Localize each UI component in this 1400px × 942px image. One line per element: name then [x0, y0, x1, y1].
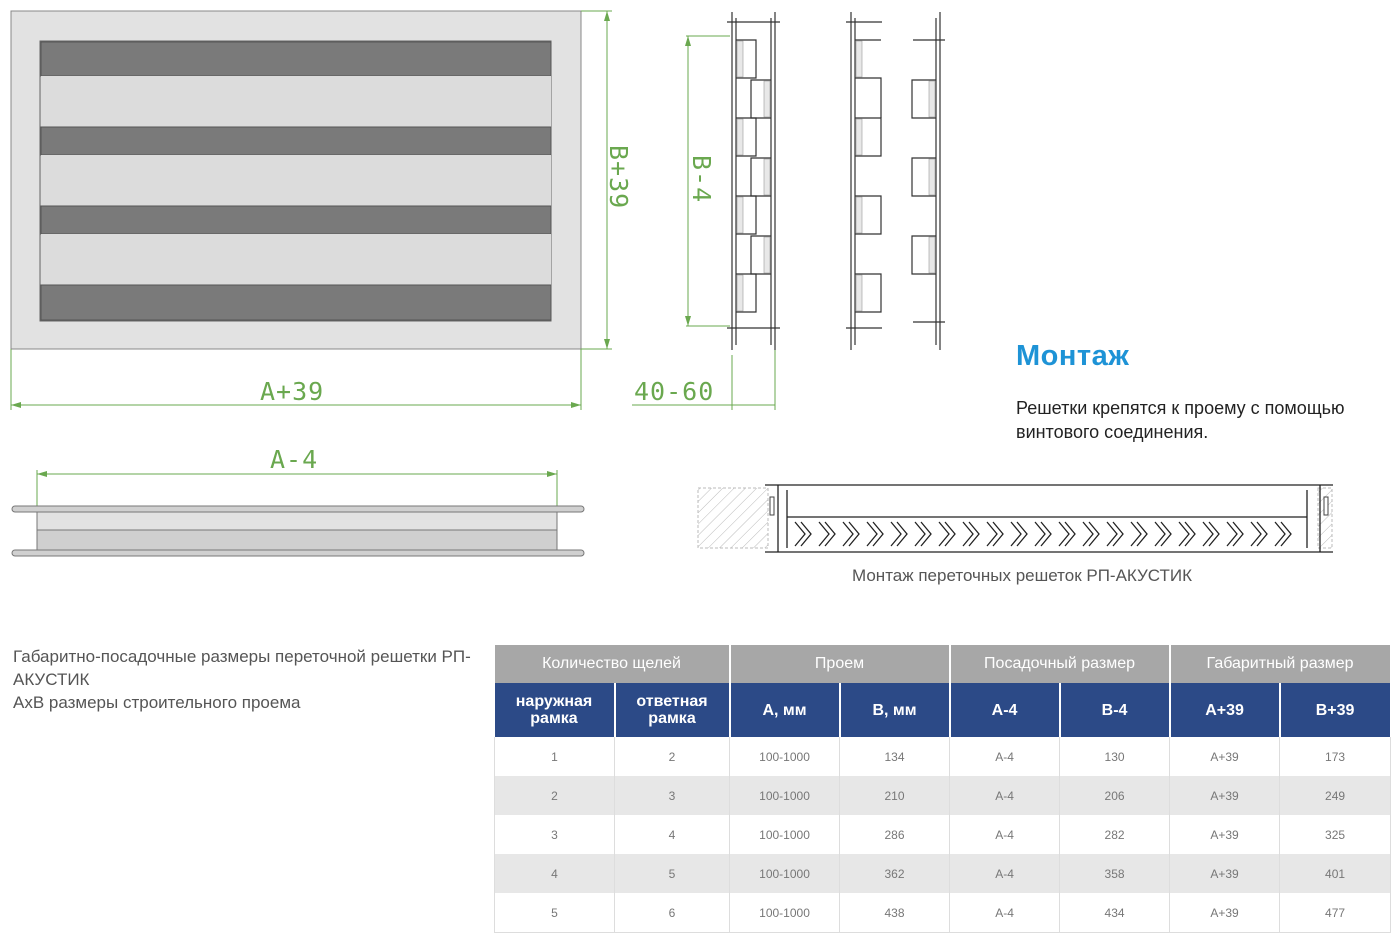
table-cell: 4 [494, 854, 615, 893]
dim-4060-label: 40-60 [634, 377, 714, 406]
table-cell: 5 [614, 854, 731, 893]
mount-title: Монтаж [1016, 340, 1130, 372]
dim-a4-label: A-4 [270, 445, 318, 474]
table-cell: 282 [1059, 815, 1171, 854]
table-cell: 477 [1279, 893, 1392, 933]
table-cell: 286 [839, 815, 951, 854]
table-cell: A-4 [949, 815, 1061, 854]
installation-section-drawing [697, 484, 1333, 553]
table-cell: A-4 [949, 854, 1061, 893]
table-cell: A+39 [1169, 737, 1281, 776]
dim-b4-label: B-4 [687, 155, 716, 203]
table-cell: 134 [839, 737, 951, 776]
table-cell: A+39 [1169, 854, 1281, 893]
table-cell: 3 [614, 776, 731, 815]
table-cell: A+39 [1169, 815, 1281, 854]
bottom-view-drawing: A-4 [11, 445, 585, 557]
table-cell: 2 [494, 776, 615, 815]
col-counter-frame: ответная рамка [614, 683, 731, 737]
table-cell: 210 [839, 776, 951, 815]
group-opening: Проем [729, 645, 951, 683]
slots [40, 41, 552, 321]
table-cell: A+39 [1169, 893, 1281, 933]
side-view-drawing: B-4 40-60 [632, 12, 945, 410]
group-overall-size: Габаритный размер [1169, 645, 1392, 683]
col-b-minus-4: B-4 [1059, 683, 1171, 737]
table-cell: 3 [494, 815, 615, 854]
mount-description: Решетки крепятся к проему с помощью винт… [1016, 398, 1345, 442]
table-cell: 401 [1279, 854, 1392, 893]
table-cell: 100-1000 [729, 854, 841, 893]
dimensions-note: Габаритно-посадочные размеры переточной … [13, 645, 483, 714]
installation-caption: Монтаж переточных решеток РП-АКУСТИК [852, 566, 1193, 585]
table-cell: 249 [1279, 776, 1392, 815]
col-a-minus-4: A-4 [949, 683, 1061, 737]
dim-b39-label: B+39 [604, 145, 633, 209]
dimensions-table: Количество щелей Проем Посадочный размер… [494, 645, 1392, 933]
col-outer-frame: наружная рамка [494, 683, 616, 737]
group-mounting-size: Посадочный размер [949, 645, 1171, 683]
group-slot-count: Количество щелей [494, 645, 731, 683]
table-cell: A-4 [949, 737, 1061, 776]
table-cell: 100-1000 [729, 737, 841, 776]
table-cell: 100-1000 [729, 893, 841, 933]
table-cell: A-4 [949, 776, 1061, 815]
table-cell: 325 [1279, 815, 1392, 854]
table-cell: 434 [1059, 893, 1171, 933]
dimensions-note-line2: AxB размеры строительного проема [13, 693, 301, 712]
dim-a39-label: A+39 [260, 377, 324, 406]
table-cell: 358 [1059, 854, 1171, 893]
col-b-plus-39: B+39 [1279, 683, 1392, 737]
table-cell: 100-1000 [729, 815, 841, 854]
table-cell: 1 [494, 737, 615, 776]
col-b-mm: B, мм [839, 683, 951, 737]
table-cell: 4 [614, 815, 731, 854]
table-cell: 130 [1059, 737, 1171, 776]
table-cell: 5 [494, 893, 615, 933]
front-view-drawing: A+39 B+39 [10, 10, 633, 410]
table-cell: 2 [614, 737, 731, 776]
dimensions-note-line1: Габаритно-посадочные размеры переточной … [13, 647, 471, 689]
col-a-mm: A, мм [729, 683, 841, 737]
table-cell: A-4 [949, 893, 1061, 933]
table-cell: 6 [614, 893, 731, 933]
table-cell: 206 [1059, 776, 1171, 815]
table-cell: 438 [839, 893, 951, 933]
col-a-plus-39: A+39 [1169, 683, 1281, 737]
table-cell: 100-1000 [729, 776, 841, 815]
table-cell: A+39 [1169, 776, 1281, 815]
table-cell: 362 [839, 854, 951, 893]
table-cell: 173 [1279, 737, 1392, 776]
